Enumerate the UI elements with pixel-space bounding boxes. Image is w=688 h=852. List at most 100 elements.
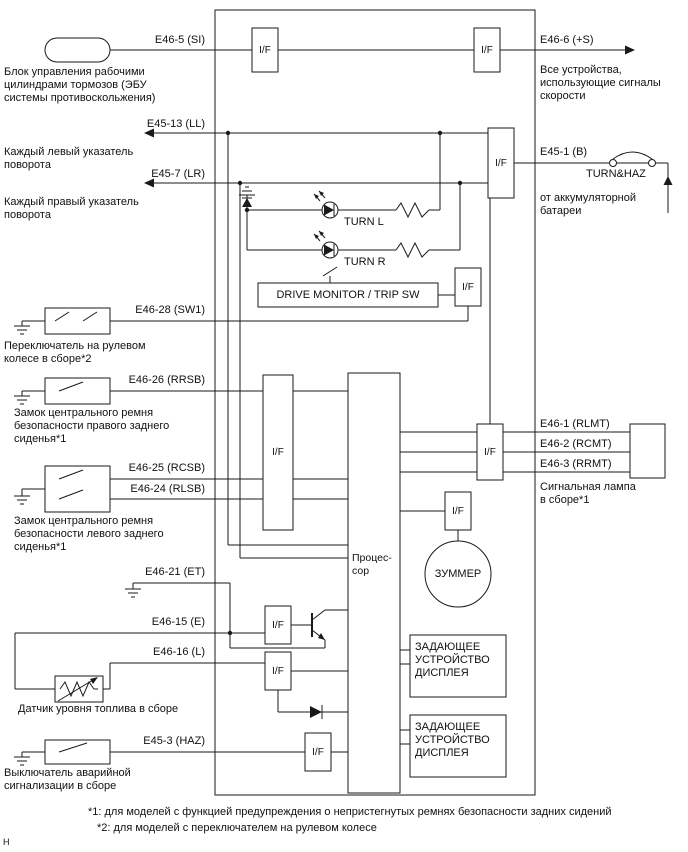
page-marker: H <box>3 837 10 847</box>
pin-si: E46-5 (SI) <box>154 34 205 46</box>
if-box <box>264 651 292 691</box>
switch-icon <box>58 489 84 500</box>
pin-sw1: E46-28 (SW1) <box>135 304 205 316</box>
display-driver-box-1 <box>409 634 507 698</box>
left-turn-label: Каждый левый указатель поворота <box>4 146 134 171</box>
resistor-icons <box>395 201 430 259</box>
switch-icon <box>58 742 88 753</box>
if-label: I/F <box>484 447 496 458</box>
resistor-icon <box>395 201 430 219</box>
pin-rcmt: E46-2 (RCMT) <box>540 438 612 450</box>
arrow-up-icon <box>663 176 673 185</box>
skid-ecu-box <box>44 37 111 63</box>
pin-rrmt: E46-3 (RRMT) <box>540 458 612 470</box>
switch-icon <box>58 381 84 392</box>
right-turn-label: Каждый правый указатель поворота <box>4 196 139 221</box>
ground-icon <box>239 186 255 198</box>
fuse-icon <box>609 151 656 167</box>
arrow-icons <box>144 45 673 188</box>
if-label: I/F <box>272 447 284 458</box>
if-box <box>454 267 482 307</box>
if-box <box>262 374 294 531</box>
ground-icons <box>14 186 255 766</box>
buzzer-circle <box>424 540 492 608</box>
pin-rcsb: E46-25 (RCSB) <box>128 462 205 474</box>
fuel-sender-label: Датчик уровня топлива в сборе <box>18 703 179 715</box>
if-box <box>473 27 501 73</box>
junction-dots <box>225 130 463 636</box>
pin-b: E45-1 (B) <box>540 146 588 158</box>
skid-ecu-label: Блок управления рабочими цилиндрами торм… <box>4 66 156 104</box>
belt-right-label: Замок центрального ремня безопасности пр… <box>14 407 170 445</box>
processor-label: Процес- сор <box>352 552 392 577</box>
turn-l-label: TURN L <box>344 216 384 228</box>
belt-left-switch-box <box>44 465 111 513</box>
wires <box>14 49 669 757</box>
ground-icon <box>14 495 30 505</box>
drive-monitor-box <box>257 282 439 308</box>
footnote-2: *2: для моделей с переключателем на руле… <box>97 822 377 834</box>
component-boxes <box>44 27 666 794</box>
arrow-right-icon <box>625 45 635 55</box>
pin-l: E46-16 (L) <box>153 646 205 658</box>
if-label: I/F <box>462 282 474 293</box>
speed-devices-label: Все устройства, использующие сигналы ско… <box>540 64 661 102</box>
fuse-label: TURN&HAZ <box>586 168 646 180</box>
fuel-sender-icon <box>54 675 104 703</box>
pin-rlsb: E46-24 (RLSB) <box>130 483 205 495</box>
if-label: I/F <box>495 158 507 169</box>
battery-label: от аккумуляторной батареи <box>540 192 637 217</box>
if-box <box>304 732 332 772</box>
hazard-switch-box <box>44 739 111 765</box>
main-ecu-box <box>214 9 536 796</box>
ground-icon <box>125 583 141 598</box>
if-label: I/F <box>312 747 324 758</box>
steering-switch-label: Переключатель на рулевом колесе в сборе*… <box>4 340 146 365</box>
if-box <box>487 127 515 199</box>
display-driver-label: ЗАДАЮЩЕЕ УСТРОЙСТВО ДИСПЛЕЯ <box>415 721 490 759</box>
belt-right-switch-box <box>44 377 111 405</box>
pin-et: E46-21 (ET) <box>145 566 205 578</box>
display-driver-label: ЗАДАЮЩЕЕ УСТРОЙСТВО ДИСПЛЕЯ <box>415 641 490 679</box>
buzzer-label: ЗУММЕР <box>434 568 482 580</box>
arrow-left-icon <box>144 128 154 138</box>
display-driver-box-2 <box>409 714 507 778</box>
switch-icon <box>58 469 84 480</box>
resistor-icon <box>395 241 430 259</box>
if-label: I/F <box>259 45 271 56</box>
processor-box <box>347 372 401 794</box>
pin-haz: E45-3 (HAZ) <box>143 735 205 747</box>
pin-rrsb: E46-26 (RRSB) <box>128 374 205 386</box>
if-label: I/F <box>452 506 464 517</box>
switch-icons <box>54 311 98 753</box>
hazard-switch-label: Выключатель аварийной сигнализации в сбо… <box>4 767 131 792</box>
warning-lamp-label: Сигнальная лампа в сборе*1 <box>540 481 636 506</box>
pin-rlmt: E46-1 (RLMT) <box>540 418 610 430</box>
diode-icon <box>310 705 323 719</box>
footnote-1: *1: для моделей с функцией предупреждени… <box>88 806 612 818</box>
turn-r-label: TURN R <box>344 256 386 268</box>
warning-lamp-box <box>629 423 666 479</box>
turn-r-lamp-icon <box>313 230 339 259</box>
turn-l-lamp-icon <box>313 190 339 219</box>
ground-icon <box>14 325 30 335</box>
pin-plus-s: E46-6 (+S) <box>540 34 594 46</box>
pin-lr: E45-7 (LR) <box>151 168 205 180</box>
arrow-left-icon <box>144 178 154 188</box>
ground-icon <box>14 395 30 405</box>
if-label: I/F <box>481 45 493 56</box>
if-box <box>264 605 292 645</box>
switch-icon <box>82 311 98 322</box>
pin-ll: E45-13 (LL) <box>146 118 205 130</box>
if-box <box>444 491 472 531</box>
if-label: I/F <box>272 620 284 631</box>
drive-monitor-label: DRIVE MONITOR / TRIP SW <box>276 289 420 301</box>
switch-icon <box>54 311 70 322</box>
transistor-icon <box>291 609 348 648</box>
ground-icon <box>14 756 30 766</box>
if-box <box>476 423 504 481</box>
belt-left-label: Замок центрального ремня безопасности ле… <box>14 515 164 553</box>
pin-e: E46-15 (E) <box>151 616 205 628</box>
